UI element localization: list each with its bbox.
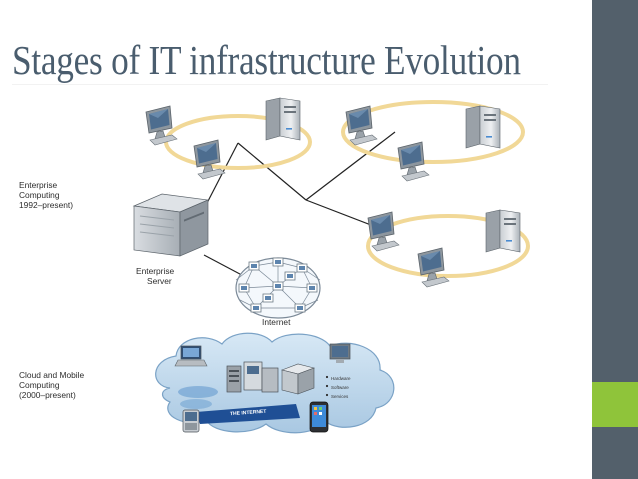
smartphone-icon — [309, 401, 329, 433]
cloud-item-hardware: Hardware — [331, 376, 351, 381]
rack-servers-icon — [226, 361, 316, 395]
stage1-label-line1: Enterprise — [19, 180, 58, 190]
stage2-label-line1: Cloud and Mobile — [19, 370, 85, 380]
network-links — [203, 131, 396, 283]
lan-group-top-left — [145, 97, 312, 180]
stage2-label-line2: Computing — [19, 380, 60, 390]
stage2-label: Cloud and Mobile Computing (2000–present… — [19, 370, 84, 400]
server-label-line1: Enterprise — [136, 266, 175, 276]
accent-tab — [592, 382, 638, 427]
enterprise-server-label: Enterprise Server — [136, 266, 174, 286]
enterprise-server-icon — [132, 193, 210, 257]
internet-icon — [235, 257, 321, 319]
server-label-line2: Server — [147, 276, 172, 286]
stage2-label-line3: (2000–present) — [19, 390, 76, 400]
pda-icon — [182, 409, 200, 433]
stage1-label: Enterprise Computing 1992–present) — [19, 180, 73, 210]
cloud-services-list: Hardware Software Services — [331, 374, 351, 401]
small-monitor-icon — [329, 343, 351, 363]
stage1-label-line2: Computing — [19, 190, 60, 200]
cloud-list-bullets — [325, 375, 329, 397]
internet-banner — [196, 404, 300, 424]
cloud-item-services: Services — [331, 394, 349, 399]
internet-label: Internet — [262, 317, 291, 327]
lan-group-bottom-right — [366, 209, 530, 288]
cloud-item-software: Software — [331, 385, 349, 390]
stage1-label-line3: 1992–present) — [19, 200, 74, 210]
laptop-icon — [174, 345, 208, 367]
lan-group-top-right — [341, 100, 525, 182]
slide-title: Stages of IT infrastructure Evolution — [12, 37, 521, 83]
